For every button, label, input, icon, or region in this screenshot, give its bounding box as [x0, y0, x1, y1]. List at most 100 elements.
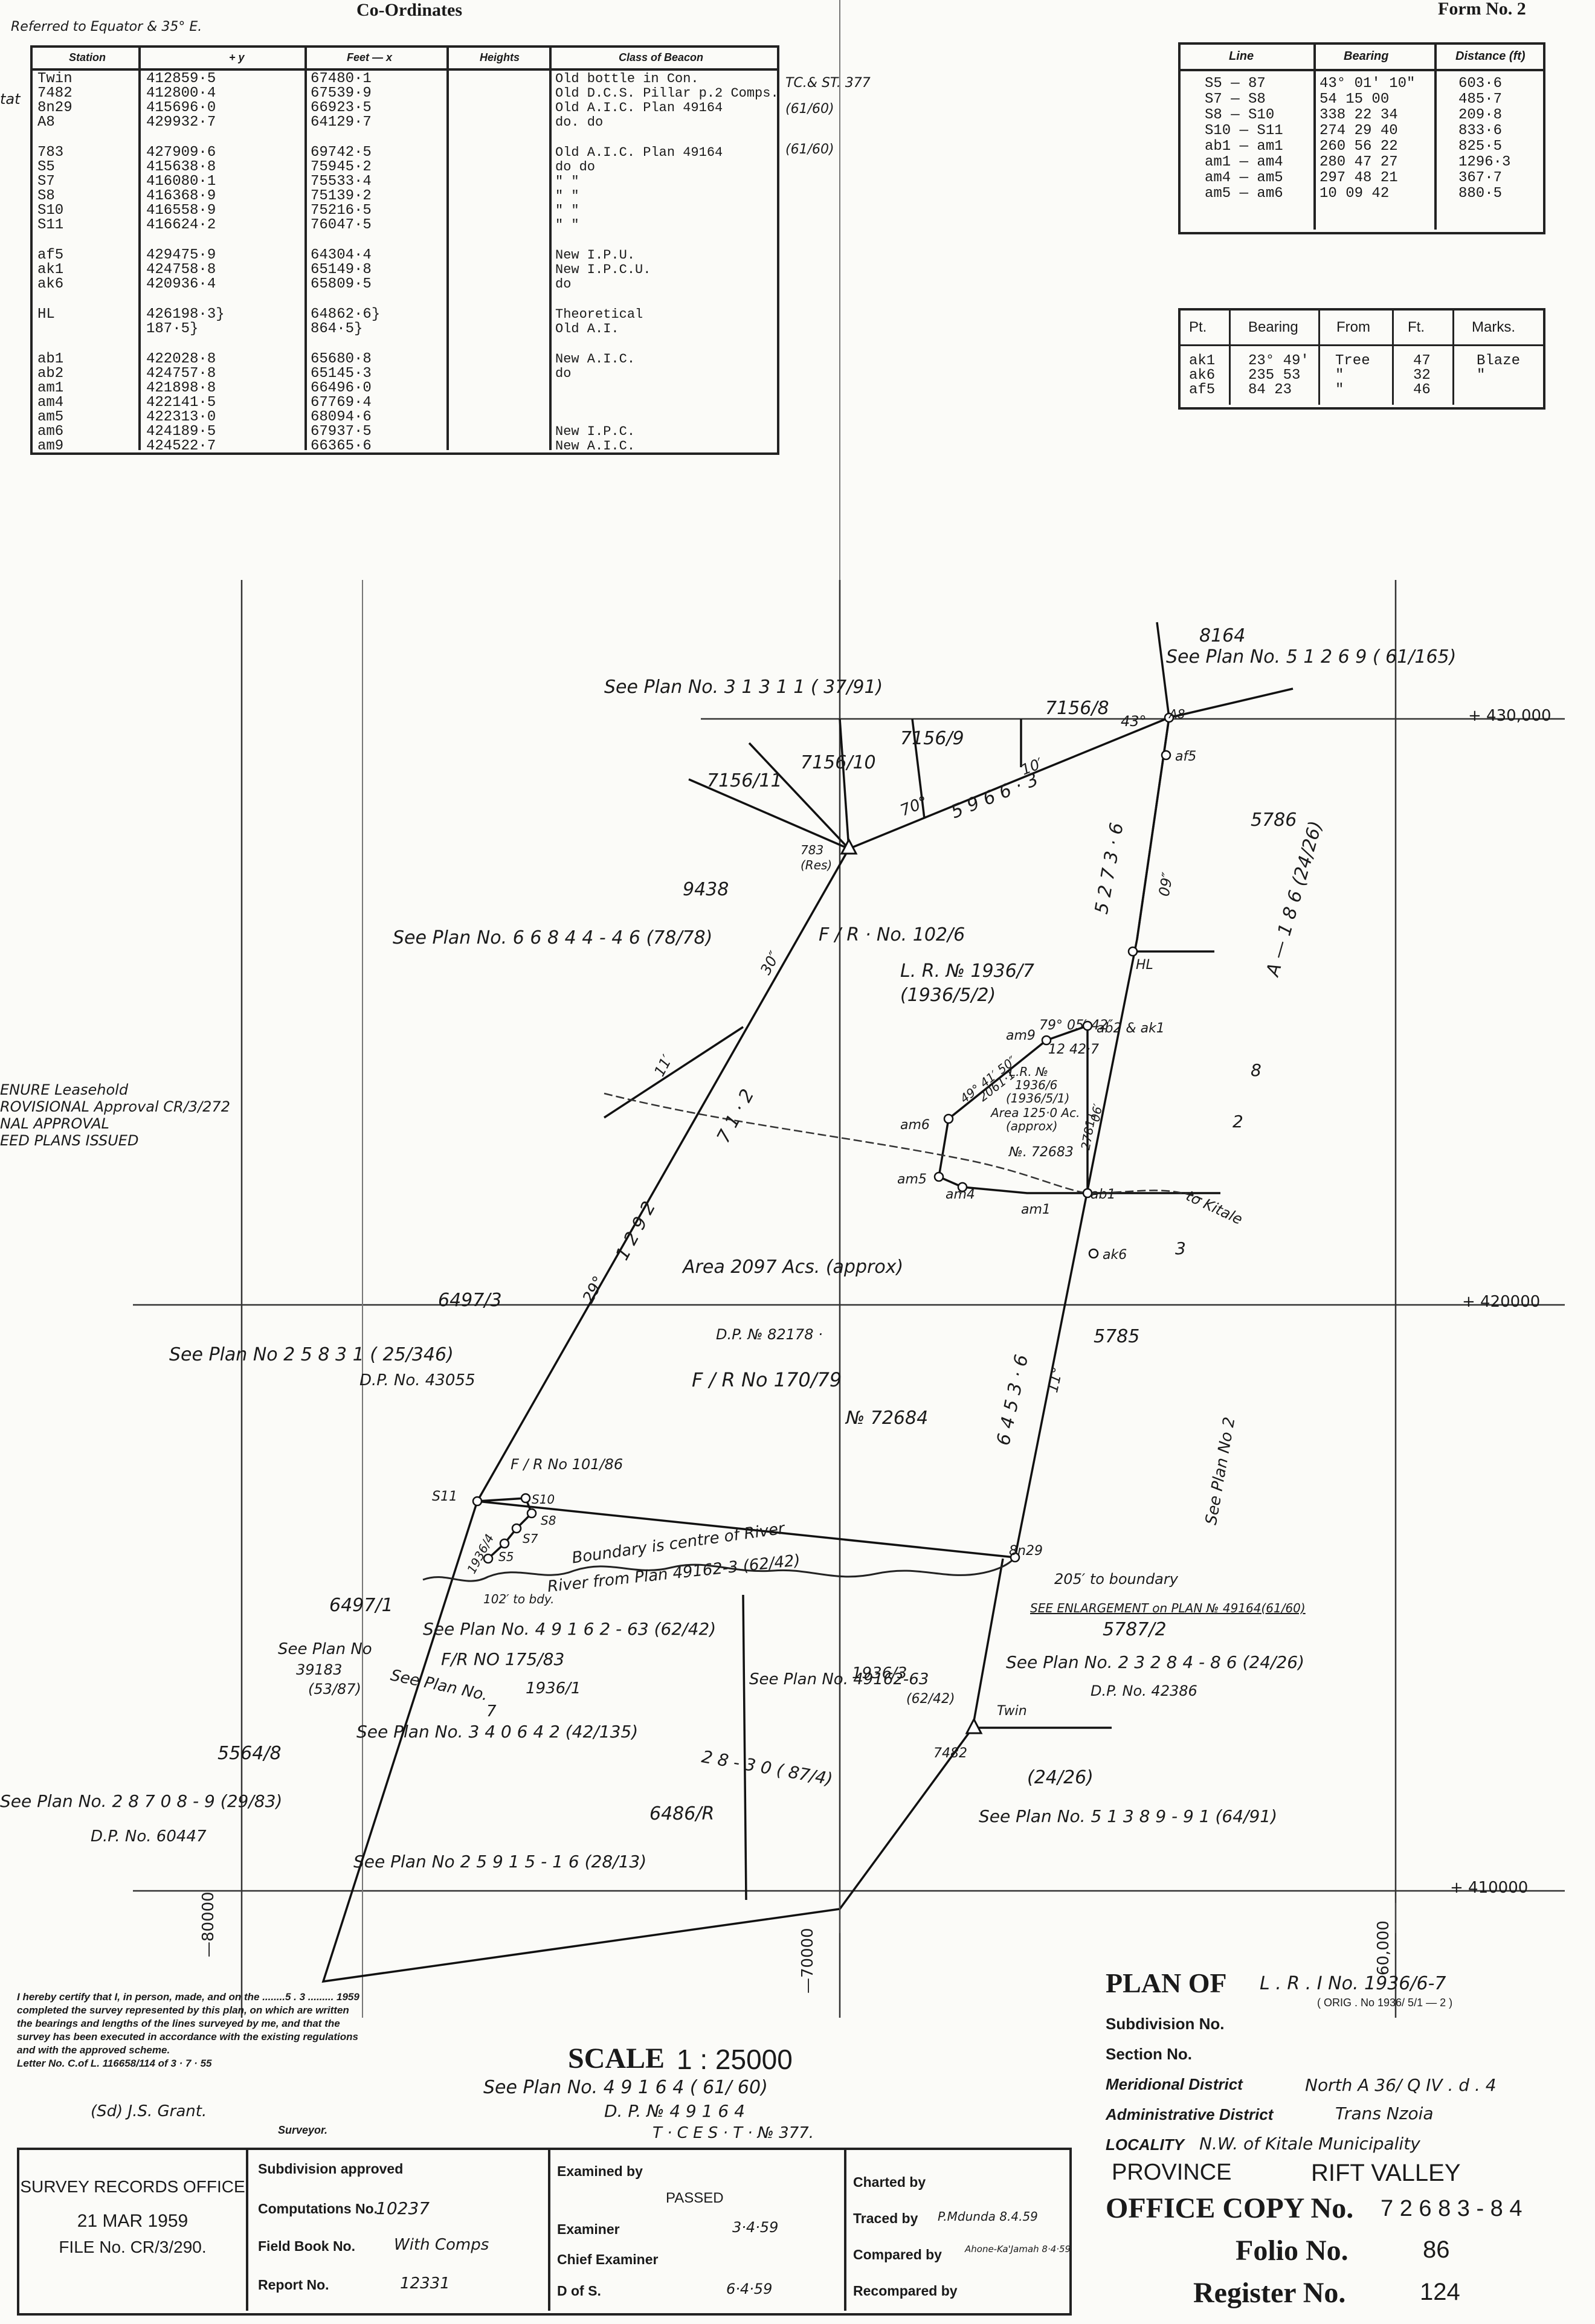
marks-from: Tree	[1335, 353, 1370, 369]
surveyor-signature: (Sd) J.S. Grant.	[91, 2102, 207, 2120]
coordinate-x-value: 64862·6}	[311, 306, 381, 323]
grid-label-70000: —70000	[799, 1928, 817, 1994]
coordinate-station: 7482	[37, 85, 72, 101]
header-class-beacon: Class of Beacon	[619, 51, 704, 63]
line-distance: 603·6	[1458, 76, 1503, 92]
line-line: am1 — am4	[1205, 154, 1283, 170]
dp-43055: D.P. No. 43055	[359, 1371, 475, 1389]
coordinate-station: 8n29	[37, 100, 72, 116]
coordinate-y-value: 424189·5	[146, 423, 216, 440]
records-file: FILE No. CR/3/290.	[59, 2238, 207, 2256]
digit-3: 3	[1175, 1238, 1186, 1258]
plan-7: 7	[486, 1702, 497, 1720]
line-distance: 209·8	[1458, 107, 1503, 123]
see-plan-23284: See Plan No. 2 3 2 8 4 - 8 6 (24/26)	[1006, 1652, 1305, 1672]
line-line: am4 — am5	[1205, 170, 1283, 186]
marks-header-ft: Ft.	[1408, 319, 1425, 335]
subdivision-approved: Subdivision approved	[258, 2161, 404, 2177]
line-bearing: 260 56 22	[1320, 138, 1398, 155]
coordinate-station: S11	[37, 217, 64, 233]
small-lr-1936-6: 1936/6	[1015, 1078, 1058, 1092]
coordinate-x-value: 66923·5	[311, 100, 372, 116]
label-ab2-ak1: ab2 & ak1	[1097, 1021, 1165, 1036]
tenure-line-1: ENURE Leasehold	[0, 1081, 129, 1098]
label-783: 783	[801, 843, 824, 857]
line-line: am5 — am6	[1205, 185, 1283, 202]
road-to-kitale	[604, 1092, 1203, 1200]
coordinate-beacon-class: New I.P.C.U.	[555, 262, 651, 277]
coordinate-beacon-class: " "	[555, 217, 579, 233]
digit-2: 2	[1232, 1112, 1243, 1131]
traced-by-value: P.Mdunda 8.4.59	[938, 2209, 1038, 2224]
coordinate-y-value: 416080·1	[146, 173, 216, 190]
coordinate-y-value: 420936·4	[146, 276, 216, 292]
coordinate-beacon-class: do. do	[555, 115, 604, 130]
line-distance: 880·5	[1458, 185, 1503, 202]
dp-82178: D.P. № 82178 ·	[716, 1326, 823, 1343]
header-station: Station	[69, 51, 106, 63]
see-plan-51269: See Plan No. 5 1 2 6 9 ( 61/165)	[1166, 646, 1457, 668]
coordinate-station: S7	[37, 173, 55, 190]
coordinate-station: HL	[37, 306, 55, 323]
header-y: + y	[229, 51, 245, 63]
parcel-7156-8: 7156/8	[1045, 698, 1109, 719]
label-a8: A8	[1169, 707, 1185, 721]
label-am1: am1	[1021, 1202, 1051, 1217]
label-ab1: ab1	[1091, 1187, 1116, 1202]
traced-by-label: Traced by	[853, 2210, 918, 2226]
line-distance: 367·7	[1458, 170, 1503, 186]
dp-42386: D.P. No. 42386	[1091, 1682, 1197, 1699]
label-7482: 7482	[933, 1746, 967, 1761]
digit-8: 8	[1251, 1060, 1262, 1080]
coordinate-y-value: 412859·5	[146, 71, 216, 87]
label-783-res: (Res)	[801, 858, 833, 872]
coordinate-y-value: 429932·7	[146, 114, 216, 130]
marks-marks: Blaze	[1477, 353, 1521, 369]
orig-no: ( ORIG . No 1936/ 5/1 — 2 )	[1317, 1997, 1453, 2009]
see-plan-49162-63-right: See Plan No. 49162-63	[749, 1670, 929, 1688]
coordinate-station: Twin	[37, 71, 72, 87]
coordinate-beacon-class: New A.I.C.	[555, 439, 636, 454]
chief-examiner: Chief Examiner	[557, 2252, 659, 2267]
label-s5: S5	[498, 1550, 514, 1564]
header-heights: Heights	[480, 51, 520, 63]
coordinate-x-value: 65149·8	[311, 262, 372, 278]
parcel-6486-r: 6486/R	[649, 1803, 715, 1824]
label-s7: S7	[523, 1531, 538, 1546]
marks-from: "	[1335, 382, 1344, 398]
coordinate-x-value: 75945·2	[311, 159, 372, 175]
tenure-line-2: ROVISIONAL Approval CR/3/272	[0, 1098, 230, 1115]
coordinate-station: S8	[37, 188, 55, 204]
coordinate-y-value: 422141·5	[146, 394, 216, 411]
coordinate-x-value: 67769·4	[311, 394, 372, 411]
approvals-block: SURVEY RECORDS OFFICE 21 MAR 1959 FILE N…	[17, 2148, 1072, 2316]
compared-by-label: Compared by	[853, 2247, 942, 2262]
coordinate-x-value: 65809·5	[311, 276, 372, 292]
parcel-boundary	[321, 622, 1294, 1983]
line-line: S8 — S10	[1205, 107, 1275, 123]
surveyor-label: Surveyor.	[278, 2124, 328, 2136]
line-distance: 833·6	[1458, 123, 1503, 139]
fr-170-79: F / R No 170/79	[692, 1368, 842, 1391]
passed-stamp: PASSED	[666, 2190, 724, 2206]
no-72683: №. 72683	[1009, 1145, 1074, 1160]
plan-of-value: L . R . I No. 1936/6-7	[1260, 1973, 1446, 1994]
coordinate-y-value: 429475·9	[146, 247, 216, 263]
subdivision-label: Subdivision No.	[1106, 2015, 1225, 2033]
coordinate-beacon-class: Old bottle in Con.	[555, 71, 699, 86]
label-twin: Twin	[997, 1704, 1027, 1719]
small-area: Area 125·0 Ac.	[991, 1106, 1080, 1120]
marks-header-from: From	[1336, 319, 1370, 335]
folio-label: Folio No.	[1236, 2235, 1348, 2267]
